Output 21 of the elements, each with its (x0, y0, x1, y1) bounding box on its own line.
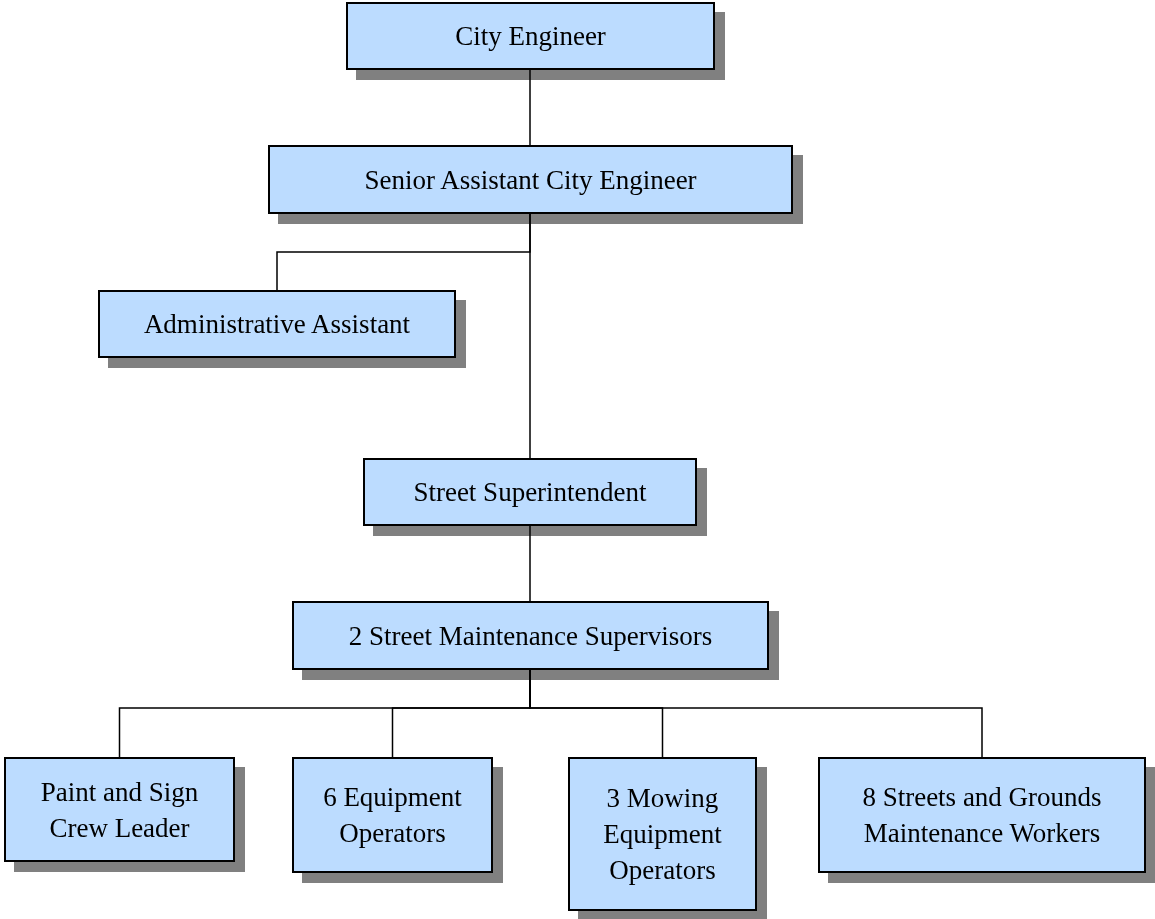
role-title: 8 Streets and Grounds Maintenance Workers (861, 781, 1103, 850)
connector-line (529, 69, 531, 146)
role-title: Paint and Sign Crew Leader (39, 775, 200, 845)
connector-line (529, 213, 531, 459)
org-box (98, 290, 456, 358)
role-title: City Engineer (455, 20, 606, 53)
role-title: Administrative Assistant (143, 308, 411, 341)
role-title: 3 Mowing Equipment Operators (602, 782, 723, 887)
role-title: 6 Equipment Operators (322, 781, 463, 850)
role-title: Senior Assistant City Engineer (364, 163, 697, 197)
org-box (292, 601, 769, 670)
org-box (818, 757, 1146, 873)
org-box (4, 757, 235, 862)
org-box (363, 458, 697, 526)
org-box (568, 757, 757, 911)
connector-line (529, 525, 531, 602)
org-box (292, 757, 493, 873)
org-box (346, 2, 715, 70)
role-title: 2 Street Maintenance Supervisors (348, 619, 713, 653)
role-title: Street Superintendent (413, 476, 647, 509)
org-box (268, 145, 793, 214)
